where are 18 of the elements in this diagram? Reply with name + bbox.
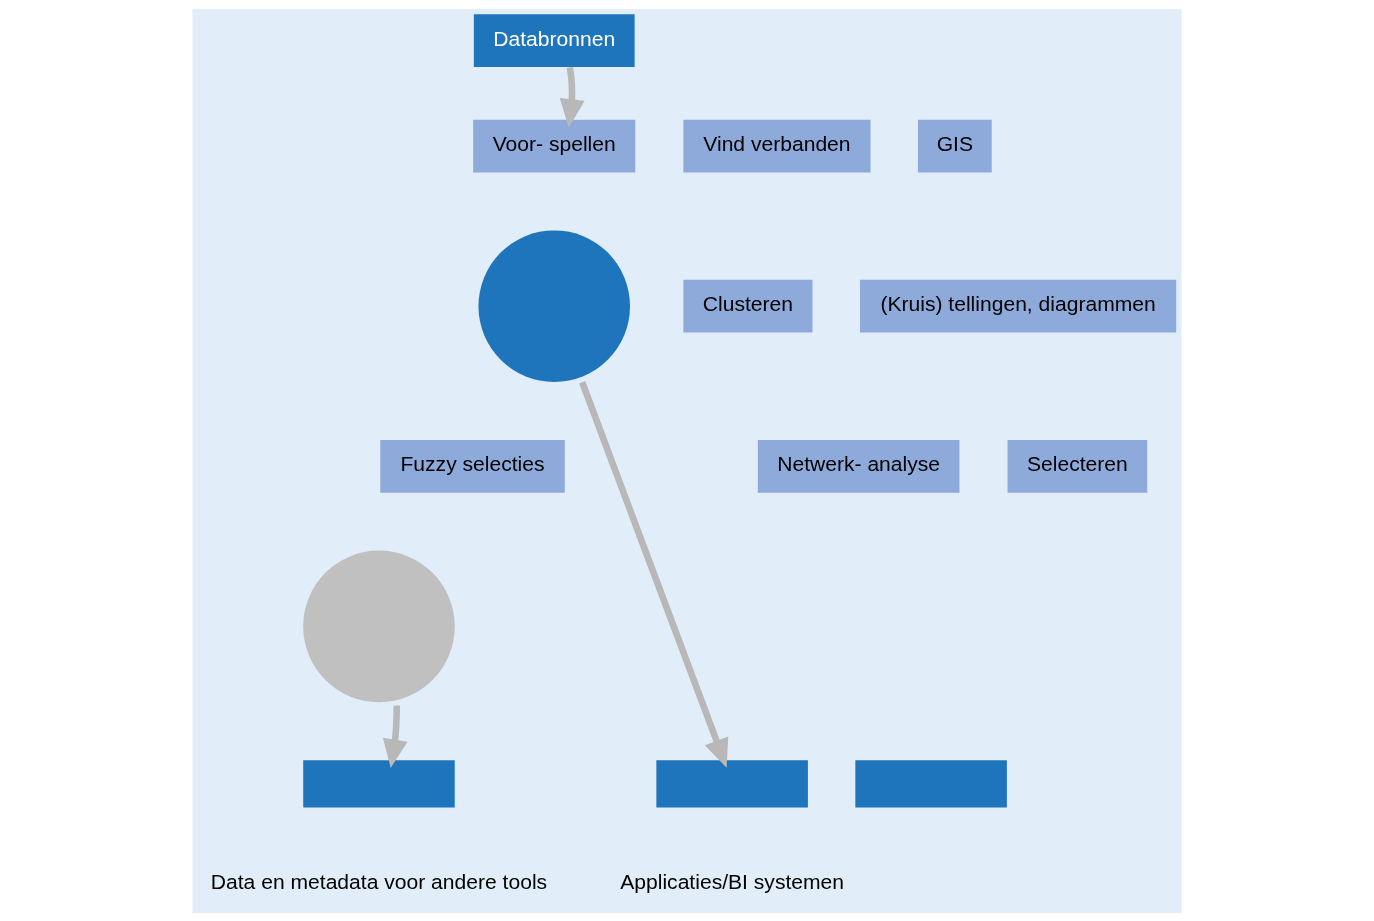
node-box (303, 759, 455, 808)
node-box (855, 759, 1007, 808)
node-box (656, 759, 808, 808)
node-ring (478, 229, 630, 382)
node-box: (Kruis) tellingen, diagrammen (859, 279, 1177, 332)
node-box: Netwerk- analyse (757, 439, 960, 493)
node-box: Fuzzy selecties (380, 439, 565, 493)
node-label: Applicaties/BI systemen (620, 869, 845, 893)
node-box: GIS (917, 119, 992, 172)
node-box: Voor- spellen (473, 119, 636, 172)
node-box: Clusteren (683, 279, 813, 332)
node-box: Selecteren (1007, 439, 1148, 493)
label: Data en metadata voor andere tools (210, 869, 548, 893)
node-box: Databronnen (473, 13, 635, 67)
node-box: Vind verbanden (683, 119, 871, 172)
node-ring (303, 550, 455, 702)
arrow (579, 380, 729, 768)
arrow (559, 66, 585, 128)
